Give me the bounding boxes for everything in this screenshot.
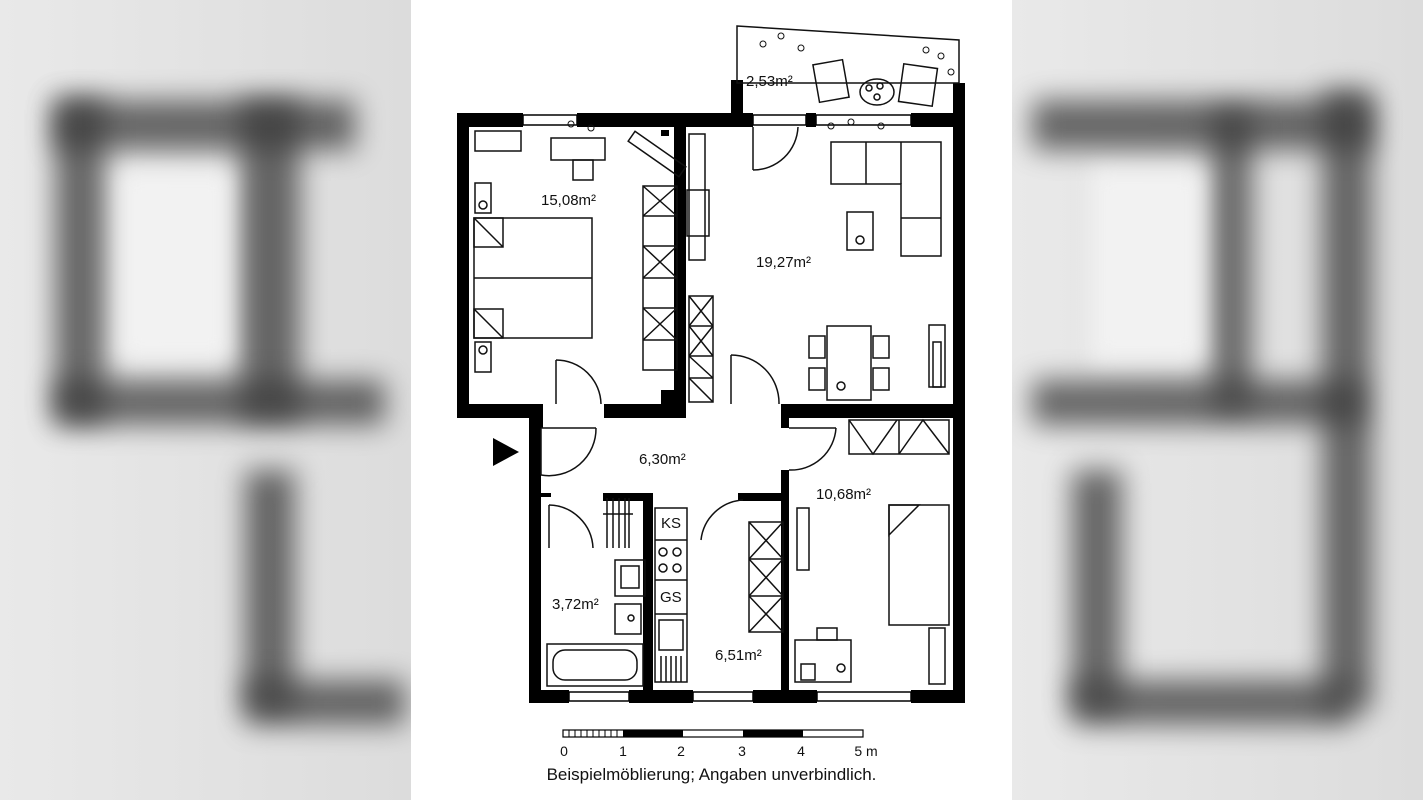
dishwasher-label: GS — [660, 589, 682, 606]
scale-tick-1: 1 — [619, 743, 627, 759]
right-blurred-background — [1012, 0, 1423, 800]
floor-plan-panel: 2,53m² 15,08m² 19,27m² 6,30m² 10,68m² 3,… — [411, 0, 1012, 800]
left-blurred-background — [0, 0, 411, 800]
bedroom-furniture — [473, 130, 687, 373]
disclaimer-caption: Beispielmöblierung; Angaben unverbindlic… — [546, 765, 877, 784]
windows — [522, 114, 912, 702]
room-area-living: 19,27m² — [756, 254, 812, 271]
scale-tick-2: 2 — [677, 743, 685, 759]
room-area-balcony: 2,53m² — [746, 73, 793, 90]
scale-tick-3: 3 — [738, 743, 746, 759]
doors — [540, 126, 837, 549]
bath-furniture — [546, 498, 646, 687]
child-room-furniture — [794, 418, 950, 685]
living-furniture — [686, 133, 946, 403]
room-area-bedroom: 15,08m² — [541, 192, 597, 209]
scale-tick-5: 5 m — [854, 743, 878, 759]
scale-tick-4: 4 — [797, 743, 805, 759]
room-area-child: 10,68m² — [816, 486, 872, 503]
room-area-bath: 3,72m² — [552, 596, 599, 613]
kitchen-furniture — [654, 507, 784, 683]
scale-tick-0: 0 — [560, 743, 568, 759]
balcony — [567, 25, 960, 132]
room-area-hall: 6,30m² — [639, 451, 686, 468]
entrance-arrow-icon — [493, 438, 519, 466]
scale-bar — [562, 729, 864, 738]
floor-plan-drawing — [457, 25, 965, 738]
walls — [457, 80, 965, 703]
fridge-label: KS — [661, 515, 682, 532]
room-area-kitchen: 6,51m² — [715, 647, 762, 664]
